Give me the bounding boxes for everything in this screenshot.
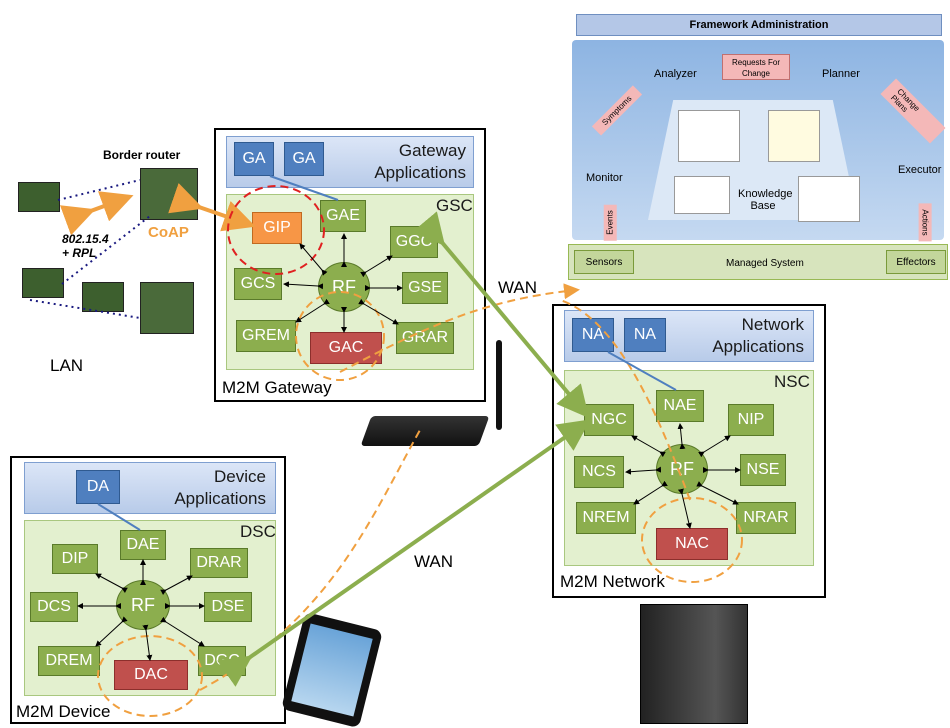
dcs-node: DCS: [30, 592, 78, 622]
executor-thumbnail: [798, 176, 860, 222]
network-apps-line-1: Network: [741, 315, 804, 334]
sensor-node-2: [22, 268, 64, 298]
dip-node: DIP: [52, 544, 98, 574]
protocol-line-1: 802.15.4: [62, 232, 109, 246]
nip-node: NIP: [728, 404, 774, 436]
dgc-to-ngc-arrow: [217, 419, 591, 687]
analyzer-label: Analyzer: [654, 68, 697, 80]
ggc-to-ngc-arrow: [412, 211, 590, 419]
nrar-node: NRAR: [736, 502, 796, 534]
lan-link-3: [29, 299, 141, 319]
lan-label: LAN: [50, 356, 84, 375]
nsc-label: NSC: [774, 372, 810, 391]
protocol-label: 802.15.4 + RPL: [62, 232, 109, 260]
gateway-apps-label: Gateway Applications: [300, 140, 466, 184]
gac-highlight: [295, 291, 385, 381]
knowledge-base-label: Knowledge Base: [738, 188, 793, 212]
lan-link-2: [61, 215, 151, 285]
nae-node: NAE: [656, 390, 704, 422]
nac-highlight: [641, 497, 743, 583]
ngc-node: NGC: [584, 404, 634, 436]
requests-for-change-box: Requests For Change: [722, 54, 790, 80]
server-tower-image: [640, 604, 748, 724]
managed-system-label: Managed System: [726, 258, 804, 269]
wan-dashed-path-2: [559, 299, 691, 501]
framework-title: Framework Administration: [576, 14, 942, 36]
coap-arrow: [168, 183, 256, 232]
gateway-rf-spokes: [283, 233, 403, 333]
extra-board: [140, 282, 194, 334]
device-app-da: DA: [76, 470, 120, 504]
analyzer-thumbnail: [678, 110, 740, 162]
drem-node: DREM: [38, 646, 100, 676]
nse-node: NSE: [740, 454, 786, 486]
network-apps-label: Network Applications: [650, 314, 804, 358]
gateway-title: M2M Gateway: [222, 378, 332, 397]
lan-link-1: [57, 179, 141, 201]
da-to-dae-link: [97, 503, 141, 531]
gateway-apps-line-2: Applications: [374, 163, 466, 182]
network-rf-spokes: [625, 423, 741, 529]
network-app-na-2: NA: [624, 318, 666, 352]
planner-label: Planner: [822, 68, 860, 80]
nac-node: NAC: [656, 528, 728, 560]
gae-node: GAE: [320, 200, 366, 232]
monitor-thumbnail: [674, 176, 730, 214]
gateway-apps-line-1: Gateway: [398, 141, 466, 160]
gip-highlight: [227, 185, 325, 275]
gip-node: GIP: [252, 212, 302, 244]
gsc-label: GSC: [436, 196, 473, 215]
dac-node: DAC: [114, 660, 188, 690]
lan-radio-arrow: [59, 191, 134, 236]
ga-to-gae-link: [269, 175, 339, 201]
monitor-label: Monitor: [586, 172, 623, 184]
grem-node: GREM: [236, 320, 296, 352]
dae-node: DAE: [120, 530, 166, 560]
device-rf-spokes: [77, 559, 205, 661]
border-router-label: Border router: [103, 148, 181, 162]
protocol-line-2: + RPL: [62, 246, 97, 260]
gateway-app-ga-1: GA: [234, 142, 274, 176]
framework-panel: Framework Administration Requests For Ch…: [568, 10, 948, 280]
device-title: M2M Device: [16, 702, 111, 721]
gcs-node: GCS: [234, 268, 282, 300]
effectors-box: Effectors: [886, 250, 946, 274]
sensor-node-1: [18, 182, 60, 212]
gateway-app-ga-2: GA: [284, 142, 324, 176]
planner-thumbnail: [768, 110, 820, 162]
dac-highlight: [97, 635, 203, 717]
executor-label: Executor: [898, 164, 942, 176]
na-to-nae-link: [607, 351, 677, 391]
network-apps-line-2: Applications: [712, 337, 804, 356]
